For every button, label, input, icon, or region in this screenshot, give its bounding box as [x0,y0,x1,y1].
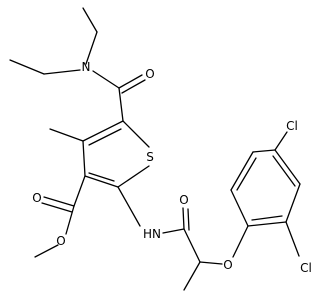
bond-ring-c5-s [122,120,150,148]
atom-label-amide-n: N [82,60,91,74]
bond-anilide-carbonyl-1 [182,207,185,230]
bond-ethyl-a-ch2-n [85,31,98,65]
bond-ring-methyl [49,128,84,142]
bond-ester-carbonyl-1 [43,196,75,207]
bond-ester-carbonyl-2 [41,202,73,213]
bond-ethyl-b-terminal [9,59,45,75]
bond-ester-c-o [65,205,75,235]
bond-ring-nh [117,186,141,227]
bond-aryl-2-inner [236,157,257,191]
atom-label-anilide-nh: HN [143,227,161,241]
atom-label-aryl-ether-o: O [223,258,232,272]
atom-label-cl-para: Cl [286,119,298,133]
bond-ester-o-methyl [34,244,59,258]
bond-ch-methyl [183,261,201,291]
bond-carbonyl-ch [183,228,201,263]
bond-ethyl-a-terminal [82,7,98,33]
bond-o-aryl [232,225,249,258]
bond-nh-carbonyl-carbon [162,228,185,234]
bond-amide-carbonyl-1 [118,74,143,89]
atom-label-cl-ortho: Cl [300,261,312,275]
bond-c-cl-ortho [285,221,300,257]
bond-ring-c3-c4 [82,140,86,177]
bond-n-amide-carbon [92,70,120,89]
bond-ring-c4-c5-inner [88,128,122,146]
bond-ethyl-b-ch2-n [43,69,81,75]
bond-ring-c2-c3-inner [88,172,115,182]
bond-ring-ester-carbon [73,175,86,207]
bond-aryl-5 [285,183,301,223]
bond-ch-o [199,261,223,265]
atom-label-amide-o: O [145,67,154,81]
bond-aryl-3 [252,149,276,153]
atom-label-ester-ether-o: O [56,234,65,248]
atom-labels: N O S O O HN O O Cl Cl [32,60,312,275]
bond-aryl-6-inner [251,215,283,221]
atom-label-thiophene-s: S [146,150,154,164]
bond-amide-c-ring [118,87,124,122]
bond-ring-s-c2 [117,165,150,188]
bond-lines [9,7,301,291]
bond-aryl-4-outer [274,149,301,185]
bond-aryl-2-outer [230,151,254,191]
bond-anilide-carbonyl-2 [187,208,190,231]
bond-aryl-1 [230,189,249,227]
atom-label-anilide-o: O [179,193,188,207]
bond-aryl-6-outer [247,221,287,227]
bond-aryl-4-inner [272,155,296,187]
bond-ring-c4-c5-outer [82,120,124,142]
bond-amide-carbonyl-2 [121,79,146,94]
bond-ring-c2-c3-outer [84,175,119,188]
bond-c-cl-para [274,131,288,151]
atom-label-ester-carbonyl-o: O [32,191,41,205]
